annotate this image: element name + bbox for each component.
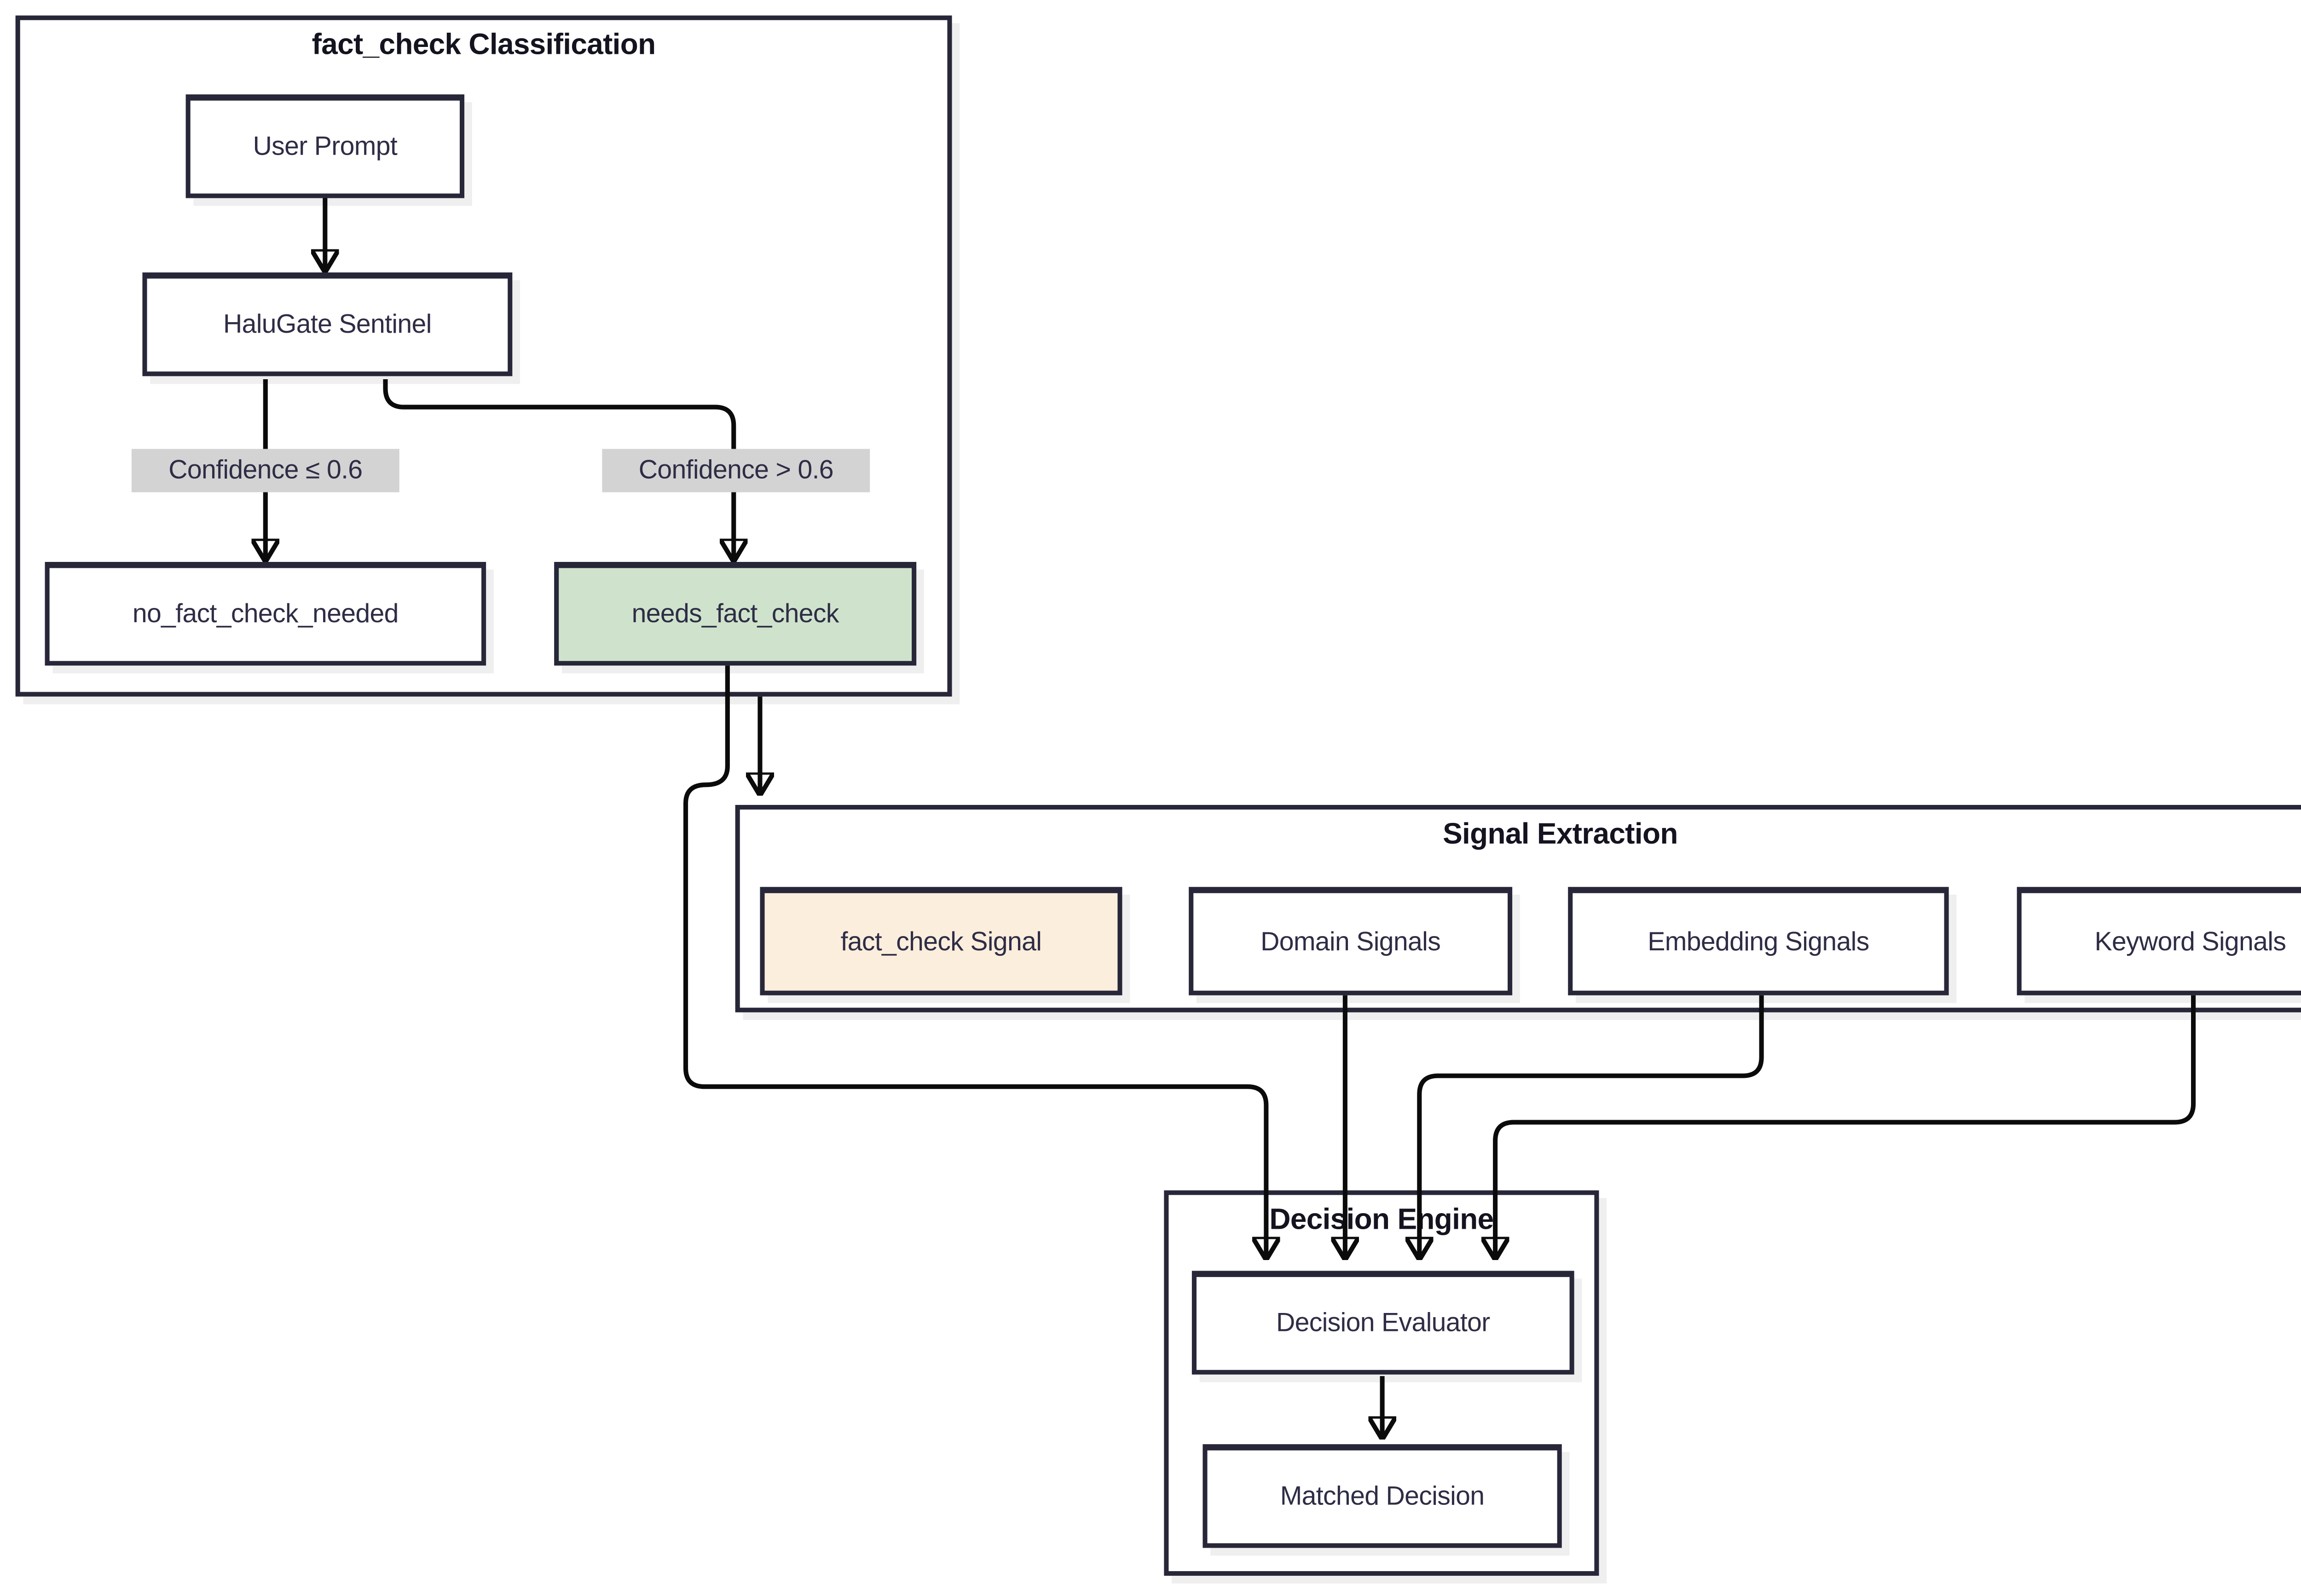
node-embedding-signals: Embedding Signals [1568,887,1949,995]
node-user-prompt: User Prompt [185,94,465,198]
node-fact-check-signal: fact_check Signal [760,887,1122,995]
node-keyword-signals-label: Keyword Signals [2094,926,2286,956]
edge-label-confidence-low-text: Confidence ≤ 0.6 [168,455,363,485]
node-matched-decision-label: Matched Decision [1280,1481,1485,1511]
subgraph-title-signal-extraction: Signal Extraction [1443,819,1678,851]
edge-keyword-signals-to-decision-evaluator [1495,995,2196,1257]
edge-label-confidence-high: Confidence > 0.6 [602,449,870,492]
node-domain-signals: Domain Signals [1189,887,1513,995]
edge-label-confidence-high-text: Confidence > 0.6 [638,455,834,485]
node-needs-fact-check-label: needs_fact_check [631,599,839,629]
edge-label-confidence-low: Confidence ≤ 0.6 [131,449,399,492]
node-no-fact-check-needed: no_fact_check_needed [45,561,486,666]
node-halugate-sentinel: HaluGate Sentinel [142,272,513,376]
node-decision-evaluator-label: Decision Evaluator [1276,1308,1490,1338]
node-user-prompt-label: User Prompt [253,131,398,161]
subgraph-title-decision-engine: Decision Engine [1269,1204,1494,1237]
node-no-fact-check-needed-label: no_fact_check_needed [132,599,399,629]
subgraph-title-fact-check-classification: fact_check Classification [312,29,656,62]
node-fact-check-signal-label: fact_check Signal [840,926,1042,956]
node-matched-decision: Matched Decision [1203,1444,1562,1548]
node-domain-signals-label: Domain Signals [1260,926,1441,956]
node-decision-evaluator: Decision Evaluator [1191,1271,1574,1375]
node-needs-fact-check: needs_fact_check [554,561,917,666]
node-keyword-signals: Keyword Signals [2017,887,2301,995]
node-halugate-sentinel-label: HaluGate Sentinel [223,309,432,339]
node-embedding-signals-label: Embedding Signals [1648,926,1869,956]
